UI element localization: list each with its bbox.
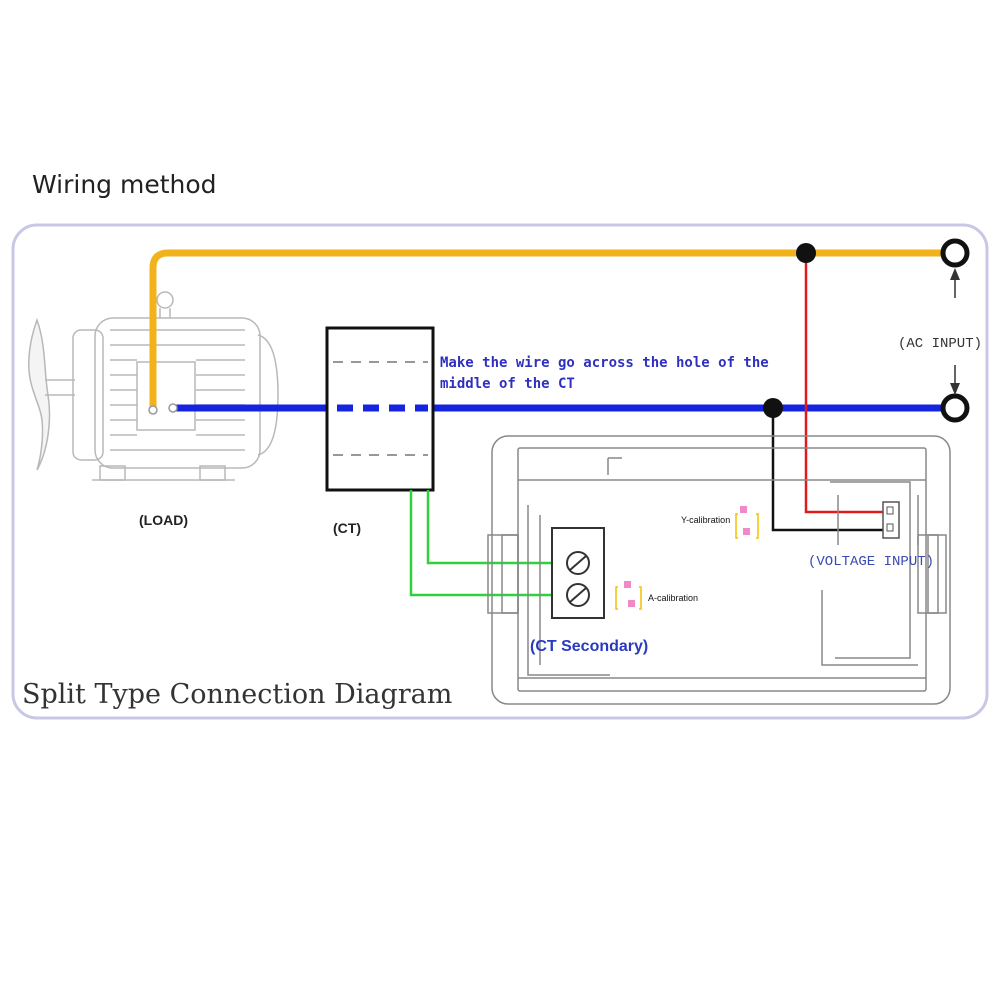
diagram-frame [11,223,989,720]
a-calibration-label: A-calibration [648,593,698,603]
terminal-ring-icon [940,238,970,268]
terminal-ring-icon [940,393,970,423]
diagram-title: Split Type Connection Diagram [22,679,452,710]
load-label: (LOAD) [139,512,188,528]
motor-terminal-live [148,405,158,415]
ct-note-line-1: Make the wire go across the hole of the [440,355,769,371]
ct-secondary-wire [426,490,558,565]
junction-dot-icon [763,398,783,418]
ct-note-line-2: middle of the CT [440,376,575,392]
ct-secondary-label: (CT Secondary) [530,638,648,655]
y-calibration-pot [735,506,759,539]
motor-icon [28,291,279,481]
voltage-input-connector [882,501,900,539]
ct-secondary-wire [409,490,558,597]
page-heading: Wiring method [32,170,217,199]
live-wire [149,249,944,410]
arrow-icon [950,365,960,395]
voltage-wire-red [804,253,885,514]
y-calibration-label: Y-calibration [681,515,730,525]
screw-terminal-icon [551,527,605,619]
arrow-icon [950,268,960,298]
ac-input-label: (AC INPUT) [898,336,982,352]
meter-housing [487,435,951,705]
voltage-input-label: (VOLTAGE INPUT) [808,554,934,570]
motor-terminal-neutral [168,403,178,413]
a-calibration-pot [615,581,642,610]
ct-label: (CT) [333,520,361,536]
junction-dot-icon [796,243,816,263]
